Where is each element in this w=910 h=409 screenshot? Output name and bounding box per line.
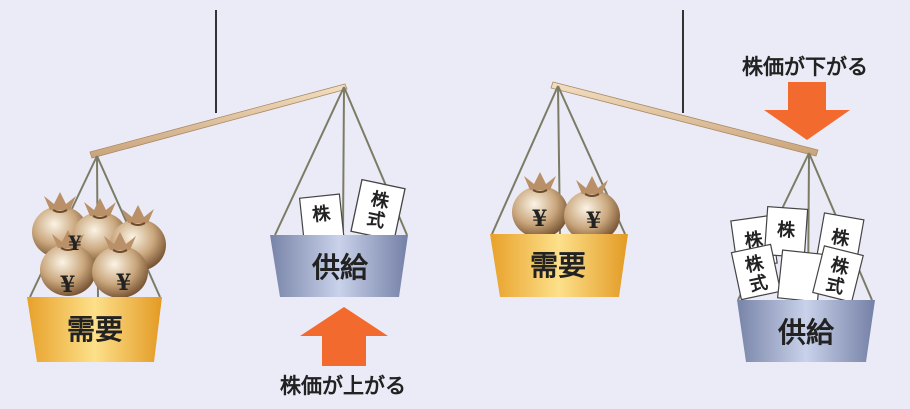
right-demand-label: 需要 [530,249,586,282]
left-scale: ¥ ¥ ¥ 需要 株 株 式 供給 株価が上がる [27,10,408,398]
down-arrow-icon [764,82,850,140]
yen-symbol: ¥ [60,272,75,298]
svg-text:株: 株 [743,228,765,252]
right-beam [550,81,819,157]
left-supply-label: 供給 [311,251,369,284]
svg-text:式: 式 [747,271,769,296]
left-demand-label: 需要 [67,313,123,346]
right-demand-basket [490,234,628,297]
svg-text:株: 株 [830,226,853,251]
yen-symbol: ¥ [586,208,601,234]
yen-symbol: ¥ [116,270,131,296]
right-supply-basket [737,300,875,362]
left-arrow-caption: 株価が上がる [280,374,406,398]
svg-text:式: 式 [824,273,847,299]
right-arrow-caption: 株価が下がる [742,55,868,79]
svg-text:株: 株 [311,202,332,226]
left-beam [89,83,348,159]
svg-text:株: 株 [829,253,853,279]
right-stock-papers: 株 株 株 株 式 株 式 [730,206,865,303]
svg-text:株: 株 [369,188,392,213]
svg-text:株: 株 [743,251,766,276]
yen-symbol: ¥ [68,231,82,255]
svg-text:株: 株 [776,218,796,241]
yen-symbol: ¥ [532,206,547,232]
left-demand-basket [27,297,162,362]
svg-text:式: 式 [365,207,387,232]
right-money-bags: ¥ ¥ [511,171,621,243]
left-stock-papers: 株 株 式 [299,178,406,247]
up-arrow-icon [300,307,388,366]
right-scale: ¥ ¥ 需要 株 株 株 株 [490,10,875,362]
left-money-bags: ¥ ¥ ¥ [31,191,167,299]
left-supply-basket [270,235,408,297]
right-supply-label: 供給 [777,316,835,349]
